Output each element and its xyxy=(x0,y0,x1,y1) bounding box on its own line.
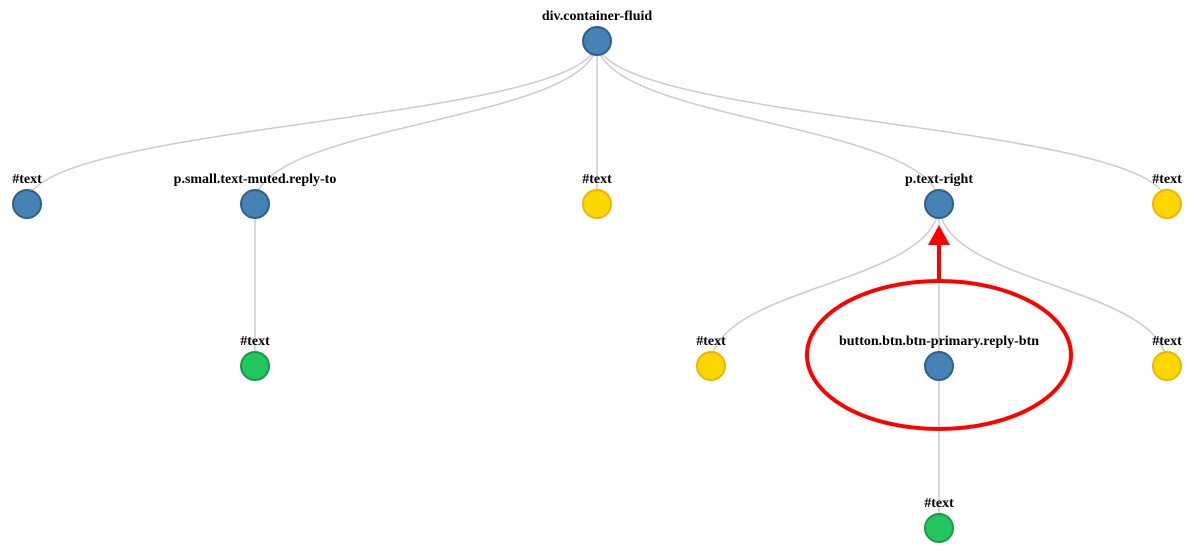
links-layer xyxy=(26,40,1168,528)
node-circle[interactable] xyxy=(240,351,270,381)
node-label: p.text-right xyxy=(905,172,973,187)
node-circle[interactable] xyxy=(12,189,42,219)
node-circle[interactable] xyxy=(924,513,954,543)
node-label: #text xyxy=(1152,172,1182,187)
node-label: #text xyxy=(1152,334,1182,349)
node-label: div.container-fluid xyxy=(542,9,653,24)
node-circle[interactable] xyxy=(924,189,954,219)
node-circle[interactable] xyxy=(924,351,954,381)
tree-node-n6[interactable]: #text xyxy=(240,334,270,381)
node-label: button.btn.btn-primary.reply-btn xyxy=(839,334,1039,349)
node-circle[interactable] xyxy=(582,26,612,56)
tree-node-n4[interactable]: p.text-right xyxy=(905,172,973,219)
node-label: #text xyxy=(12,172,42,187)
node-label: #text xyxy=(696,334,726,349)
tree-node-n10[interactable]: #text xyxy=(924,496,954,543)
annotation-layer xyxy=(805,225,1073,431)
node-circle[interactable] xyxy=(240,189,270,219)
node-circle[interactable] xyxy=(1152,351,1182,381)
tree-node-n3[interactable]: #text xyxy=(582,172,612,219)
tree-node-n5[interactable]: #text xyxy=(1152,172,1182,219)
tree-node-n0[interactable]: div.container-fluid xyxy=(542,9,653,56)
tree-link xyxy=(596,40,1168,205)
tree-link xyxy=(254,40,598,205)
node-label: #text xyxy=(582,172,612,187)
tree-node-n7[interactable]: #text xyxy=(696,334,726,381)
tree-link xyxy=(938,203,1168,367)
node-circle[interactable] xyxy=(696,351,726,381)
tree-node-n1[interactable]: #text xyxy=(12,172,42,219)
tree-node-n8[interactable]: button.btn.btn-primary.reply-btn xyxy=(839,334,1039,381)
node-label: #text xyxy=(240,334,270,349)
node-label: #text xyxy=(924,496,954,511)
tree-node-n2[interactable]: p.small.text-muted.reply-to xyxy=(174,172,337,219)
node-label: p.small.text-muted.reply-to xyxy=(174,172,337,187)
tree-link xyxy=(26,40,598,205)
node-circle[interactable] xyxy=(1152,189,1182,219)
tree-link xyxy=(710,203,940,367)
tree-node-n9[interactable]: #text xyxy=(1152,334,1182,381)
node-circle[interactable] xyxy=(582,189,612,219)
tree-link xyxy=(596,40,940,205)
nodes-layer: div.container-fluid #text p.small.text-mut… xyxy=(12,9,1182,543)
arrow-head-icon xyxy=(928,225,950,245)
